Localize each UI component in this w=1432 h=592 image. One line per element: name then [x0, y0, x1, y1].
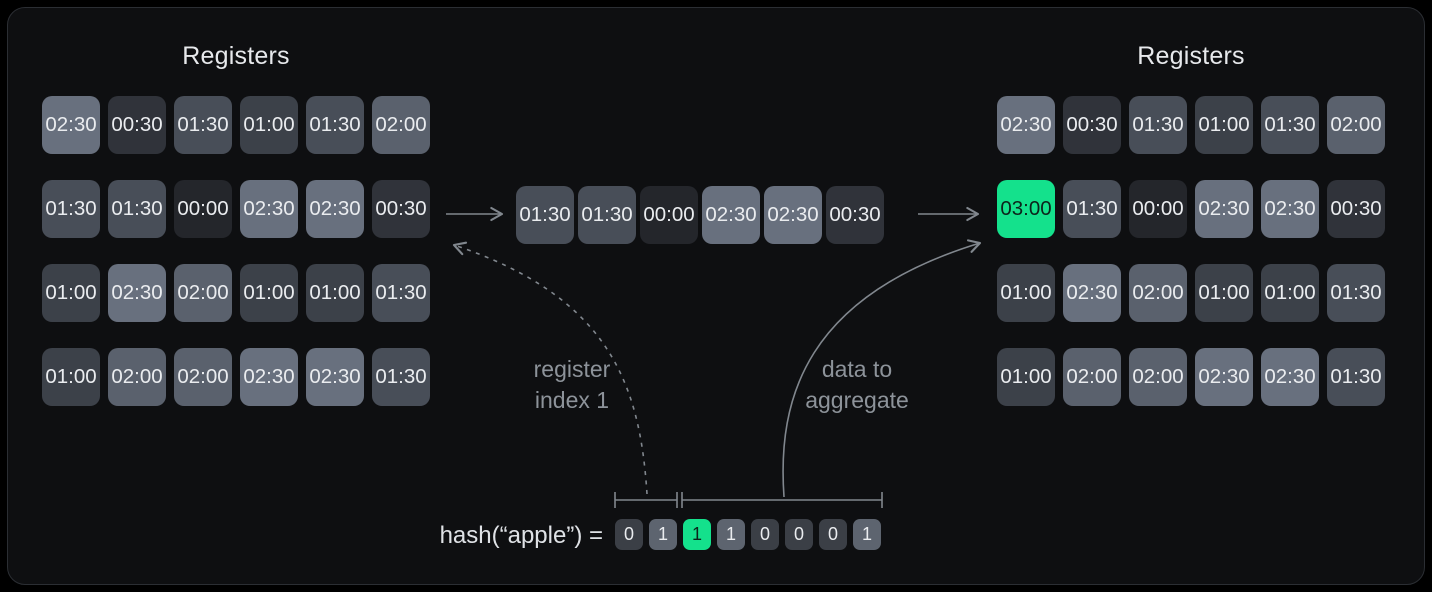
register-cell: 01:00 [240, 96, 298, 154]
register-cell: 01:30 [578, 186, 636, 244]
register-cell: 01:30 [1327, 264, 1385, 322]
register-cell: 02:00 [174, 348, 232, 406]
register-cell: 00:30 [826, 186, 884, 244]
register-cell: 02:30 [42, 96, 100, 154]
right-registers-title: Registers [1137, 42, 1245, 70]
register-cell: 01:00 [997, 348, 1055, 406]
register-cell: 01:00 [240, 264, 298, 322]
register-cell: 01:00 [1195, 96, 1253, 154]
register-cell: 01:30 [1327, 348, 1385, 406]
register-cell: 01:00 [1195, 264, 1253, 322]
register-cell: 01:00 [42, 264, 100, 322]
register-cell: 02:30 [1261, 348, 1319, 406]
register-cell: 01:30 [516, 186, 574, 244]
register-cell: 02:30 [997, 96, 1055, 154]
register-cell: 01:30 [108, 180, 166, 238]
register-cell: 00:30 [372, 180, 430, 238]
register-cell: 01:00 [997, 264, 1055, 322]
data-to-aggregate-annotation-line1: data to [821, 356, 893, 382]
register-cell: 02:30 [702, 186, 760, 244]
register-cell: 02:30 [306, 180, 364, 238]
register-cell: 02:30 [240, 348, 298, 406]
register-cell: 02:30 [764, 186, 822, 244]
register-cell: 01:30 [1063, 180, 1121, 238]
register-cell: 01:00 [306, 264, 364, 322]
data-to-aggregate-annotation: data to aggregate [767, 354, 947, 416]
hash-bit: 0 [751, 519, 779, 550]
register-cell: 01:30 [1129, 96, 1187, 154]
register-cell: 02:00 [372, 96, 430, 154]
hash-bit-highlighted: 1 [683, 519, 711, 550]
hash-bit: 1 [853, 519, 881, 550]
register-cell: 02:00 [174, 264, 232, 322]
register-index-annotation-line2: index 1 [534, 387, 610, 413]
register-cell: 01:30 [174, 96, 232, 154]
register-cell: 02:30 [306, 348, 364, 406]
register-cell: 01:30 [372, 348, 430, 406]
hash-bit: 1 [717, 519, 745, 550]
register-cell: 01:30 [372, 264, 430, 322]
register-cell: 02:30 [1195, 348, 1253, 406]
register-cell: 02:30 [1261, 180, 1319, 238]
hash-expression-label: hash(“apple”) = [439, 522, 603, 549]
register-cell: 00:30 [1063, 96, 1121, 154]
register-cell: 00:00 [1129, 180, 1187, 238]
register-cell: 01:30 [1261, 96, 1319, 154]
register-cell: 02:30 [240, 180, 298, 238]
register-cell: 02:00 [1129, 348, 1187, 406]
left-registers-title: Registers [182, 42, 290, 70]
register-cell-updated: 03:00 [997, 180, 1055, 238]
register-cell: 02:30 [108, 264, 166, 322]
register-cell: 02:30 [1195, 180, 1253, 238]
register-cell: 02:00 [1063, 348, 1121, 406]
register-index-annotation-line1: register [533, 356, 611, 382]
hash-bit: 0 [819, 519, 847, 550]
register-cell: 02:30 [1063, 264, 1121, 322]
hash-bit: 0 [785, 519, 813, 550]
hash-bit: 0 [615, 519, 643, 550]
register-cell: 01:00 [42, 348, 100, 406]
hash-bit: 1 [649, 519, 677, 550]
register-cell: 02:00 [1129, 264, 1187, 322]
register-cell: 01:30 [42, 180, 100, 238]
register-cell: 02:00 [108, 348, 166, 406]
register-index-annotation: register index 1 [482, 354, 662, 416]
register-cell: 00:00 [640, 186, 698, 244]
data-to-aggregate-annotation-line2: aggregate [805, 387, 909, 413]
register-cell: 02:00 [1327, 96, 1385, 154]
register-cell: 01:30 [306, 96, 364, 154]
register-cell: 01:00 [1261, 264, 1319, 322]
register-cell: 00:00 [174, 180, 232, 238]
register-cell: 00:30 [108, 96, 166, 154]
register-cell: 00:30 [1327, 180, 1385, 238]
